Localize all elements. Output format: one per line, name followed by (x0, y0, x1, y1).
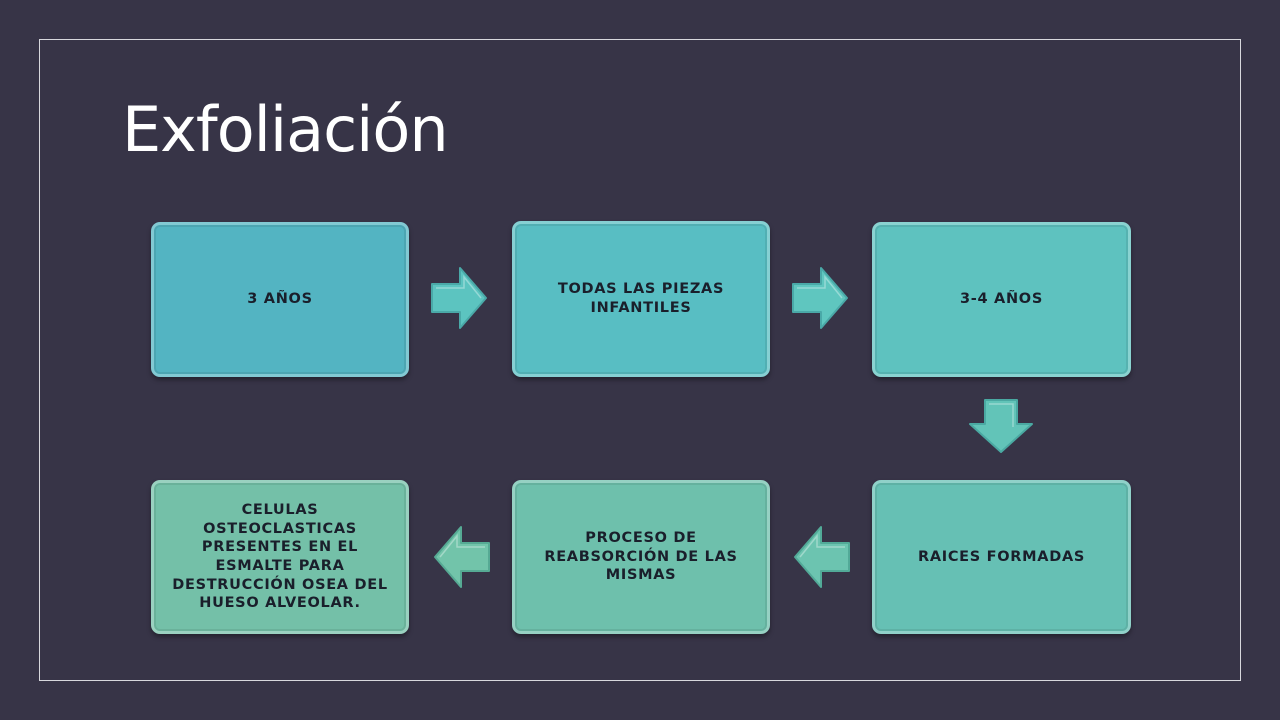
flow-step-label: PROCESO DE REABSORCIÓN DE LAS MISMAS (544, 530, 738, 584)
arrow-left-icon (794, 526, 850, 588)
flow-step-celulas-osteoclasticas: CELULAS OSTEOCLASTICAS PRESENTES EN EL E… (151, 480, 409, 634)
slide-title: Exfoliación (122, 93, 449, 166)
flow-step-label: 3 AÑOS (247, 291, 313, 308)
arrow-right-icon (792, 267, 848, 329)
arrow-left-icon (434, 526, 490, 588)
flow-step-label: RAICES FORMADAS (917, 548, 1086, 565)
flow-step-proceso-reabsorcion: PROCESO DE REABSORCIÓN DE LAS MISMAS (512, 480, 770, 634)
arrow-right-icon (431, 267, 487, 329)
flow-step-todas-las-piezas: TODAS LAS PIEZAS INFANTILES (512, 221, 770, 377)
flow-step-label: TODAS LAS PIEZAS INFANTILES (557, 281, 725, 316)
flow-step-3-anos: 3 AÑOS (151, 222, 409, 377)
slide-frame (39, 39, 1241, 681)
flow-step-raices-formadas: RAICES FORMADAS (872, 480, 1131, 634)
arrow-down-icon (969, 399, 1033, 453)
flow-step-label: CELULAS OSTEOCLASTICAS PRESENTES EN EL E… (172, 502, 388, 612)
flow-step-label: 3-4 AÑOS (960, 291, 1043, 308)
flow-step-3-4-anos: 3-4 AÑOS (872, 222, 1131, 377)
